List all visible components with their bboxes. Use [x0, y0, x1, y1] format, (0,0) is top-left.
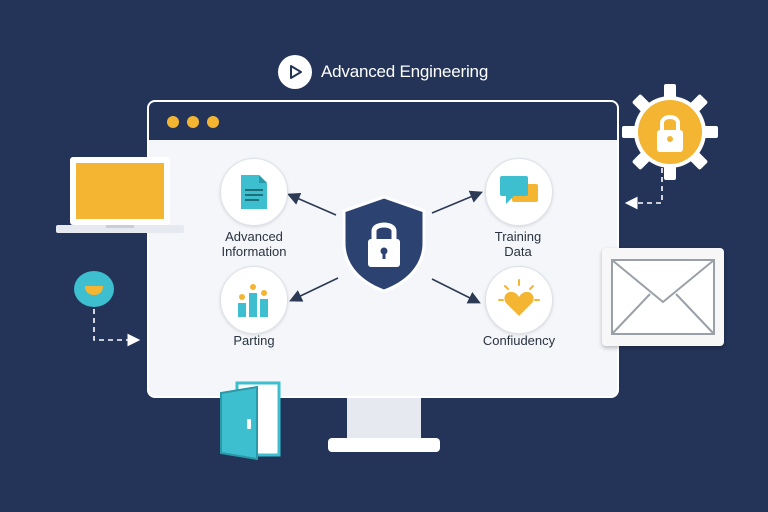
node-advanced-information [220, 158, 288, 226]
node-label-confiudency: Confiudency [459, 333, 579, 348]
window-dot-1 [167, 116, 179, 128]
node-training-data [485, 158, 553, 226]
node-label-line-1: Advanced [225, 229, 283, 244]
window-dot-3 [207, 116, 219, 128]
shield-lock-icon [338, 193, 430, 293]
node-label-advanced-information: Advanced Information [194, 229, 314, 259]
monitor-base [328, 438, 440, 452]
brand-title: Advanced Engineering [321, 62, 489, 81]
window-dot-2 [187, 116, 199, 128]
door-icon [217, 381, 283, 461]
envelope-icon [602, 248, 724, 346]
chat-bubble-icon [74, 271, 114, 307]
heart-icon [498, 279, 540, 316]
document-icon [241, 175, 267, 209]
node-label-line-2: Information [221, 244, 287, 259]
laptop-icon [56, 157, 184, 235]
dashed-line-bubble [93, 309, 141, 347]
play-icon [278, 55, 312, 89]
node-label-line-2: Data [504, 244, 532, 259]
node-label-parting: Parting [194, 333, 314, 348]
window-title-bar [149, 102, 617, 140]
node-label-line-1: Training [494, 229, 542, 244]
node-confiudency [485, 266, 553, 334]
brand-header: Advanced Engineering [278, 55, 488, 89]
node-label-line-1: Parting [233, 333, 275, 348]
monitor-neck [347, 396, 421, 440]
chat-bubbles-icon [500, 176, 538, 204]
node-parting [220, 266, 288, 334]
node-label-line-1: Confiudency [482, 333, 556, 348]
monitor-window [147, 100, 619, 398]
bar-chart-icon [238, 284, 268, 317]
gear-lock-icon [622, 84, 718, 180]
node-label-training-data: Training Data [458, 229, 578, 259]
